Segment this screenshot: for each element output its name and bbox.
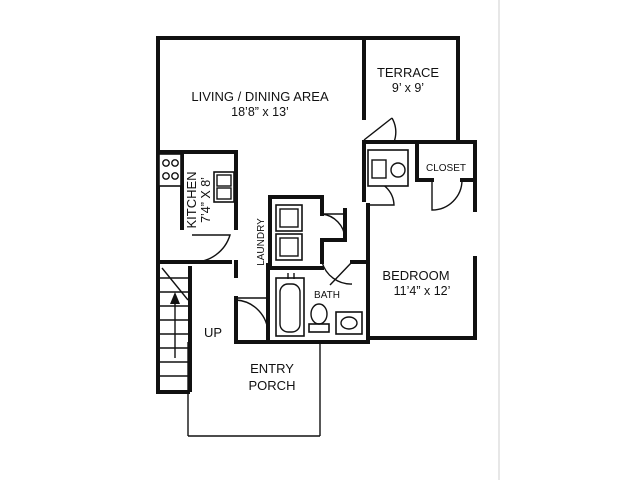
bedroom-size: 11’4” x 12’: [394, 284, 451, 298]
living-dining-size: 18’8” x 13’: [231, 105, 289, 119]
stairs-up-label: UP: [204, 325, 222, 340]
bathtub-icon: [275, 273, 305, 337]
sink-icon: [213, 171, 235, 203]
porch-label: PORCH: [249, 378, 296, 393]
bath-sink-icon: [335, 311, 363, 335]
stairs: [160, 267, 190, 377]
bath-label: BATH: [314, 290, 340, 301]
closet-label: CLOSET: [426, 163, 466, 174]
entry-label: ENTRY: [250, 361, 294, 376]
toilet-icon: [308, 303, 330, 333]
kitchen-label: KITCHEN: [184, 171, 199, 228]
doors: [191, 117, 463, 335]
water-heater-icon: [367, 149, 409, 187]
terrace-label: TERRACE: [377, 65, 439, 80]
arrow-up-icon: [170, 292, 180, 358]
washer-dryer-icon: [275, 204, 303, 261]
interior-walls: [156, 140, 477, 437]
living-dining-label: LIVING / DINING AREA: [191, 89, 329, 104]
kitchen-size: 7’4” X 8’: [199, 177, 213, 223]
bedroom-label: BEDROOM: [382, 268, 449, 283]
laundry-label: LAUNDRY: [256, 218, 267, 266]
terrace-size: 9’ x 9’: [392, 81, 424, 95]
stove-icon: [158, 153, 182, 187]
